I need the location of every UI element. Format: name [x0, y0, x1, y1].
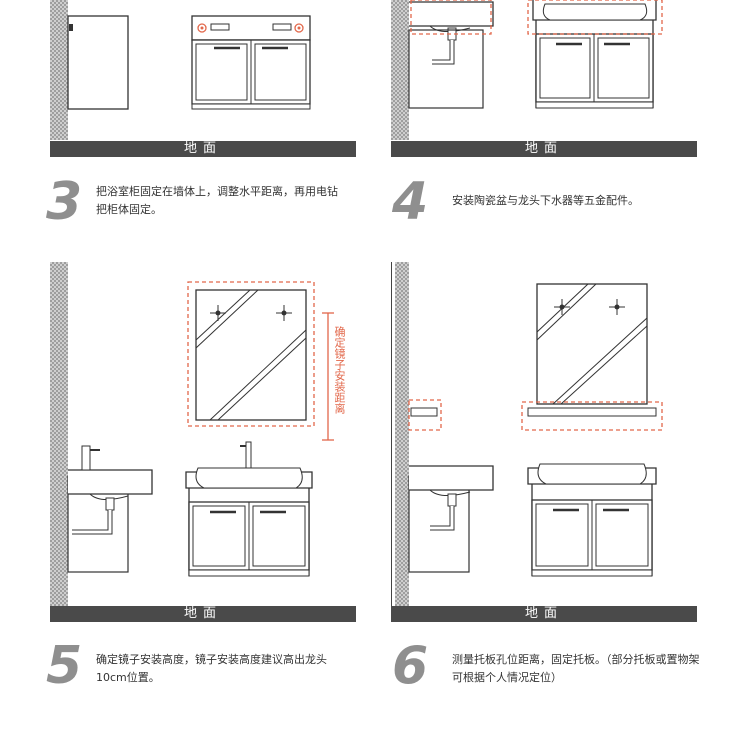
sink-side-view	[408, 0, 494, 109]
floor-bar: 地面	[50, 606, 356, 622]
wall-hatch	[50, 0, 68, 140]
floor-bar: 地面	[391, 606, 697, 622]
step-description: 测量托板孔位距离，固定托板。（部分托板或置物架可根据个人情况定位）	[452, 653, 700, 684]
sink-front-view	[527, 0, 663, 109]
wall-hatch	[395, 262, 409, 606]
step-description: 确定镜子安装高度，镜子安装高度建议高出龙头10cm位置。	[96, 653, 327, 684]
floor-bar: 地面	[391, 141, 697, 157]
step-description: 把浴室柜固定在墙体上，调整水平距离，再用电钻把柜体固定。	[96, 185, 338, 216]
wall-line	[391, 262, 392, 606]
step-number: 4	[392, 172, 429, 232]
mirror-height-label: 确定镜子安装距离	[333, 326, 346, 414]
cabinet-side-view	[67, 15, 129, 110]
step-number: 5	[46, 636, 83, 696]
wall-hatch	[391, 0, 409, 140]
floor-bar: 地面	[50, 141, 356, 157]
step-description: 安装陶瓷盆与龙头下水器等五金配件。	[452, 194, 639, 207]
cabinet-front-view	[191, 15, 311, 110]
wall-hatch	[50, 262, 68, 606]
step-number: 6	[392, 636, 429, 696]
step-number: 3	[46, 172, 83, 232]
